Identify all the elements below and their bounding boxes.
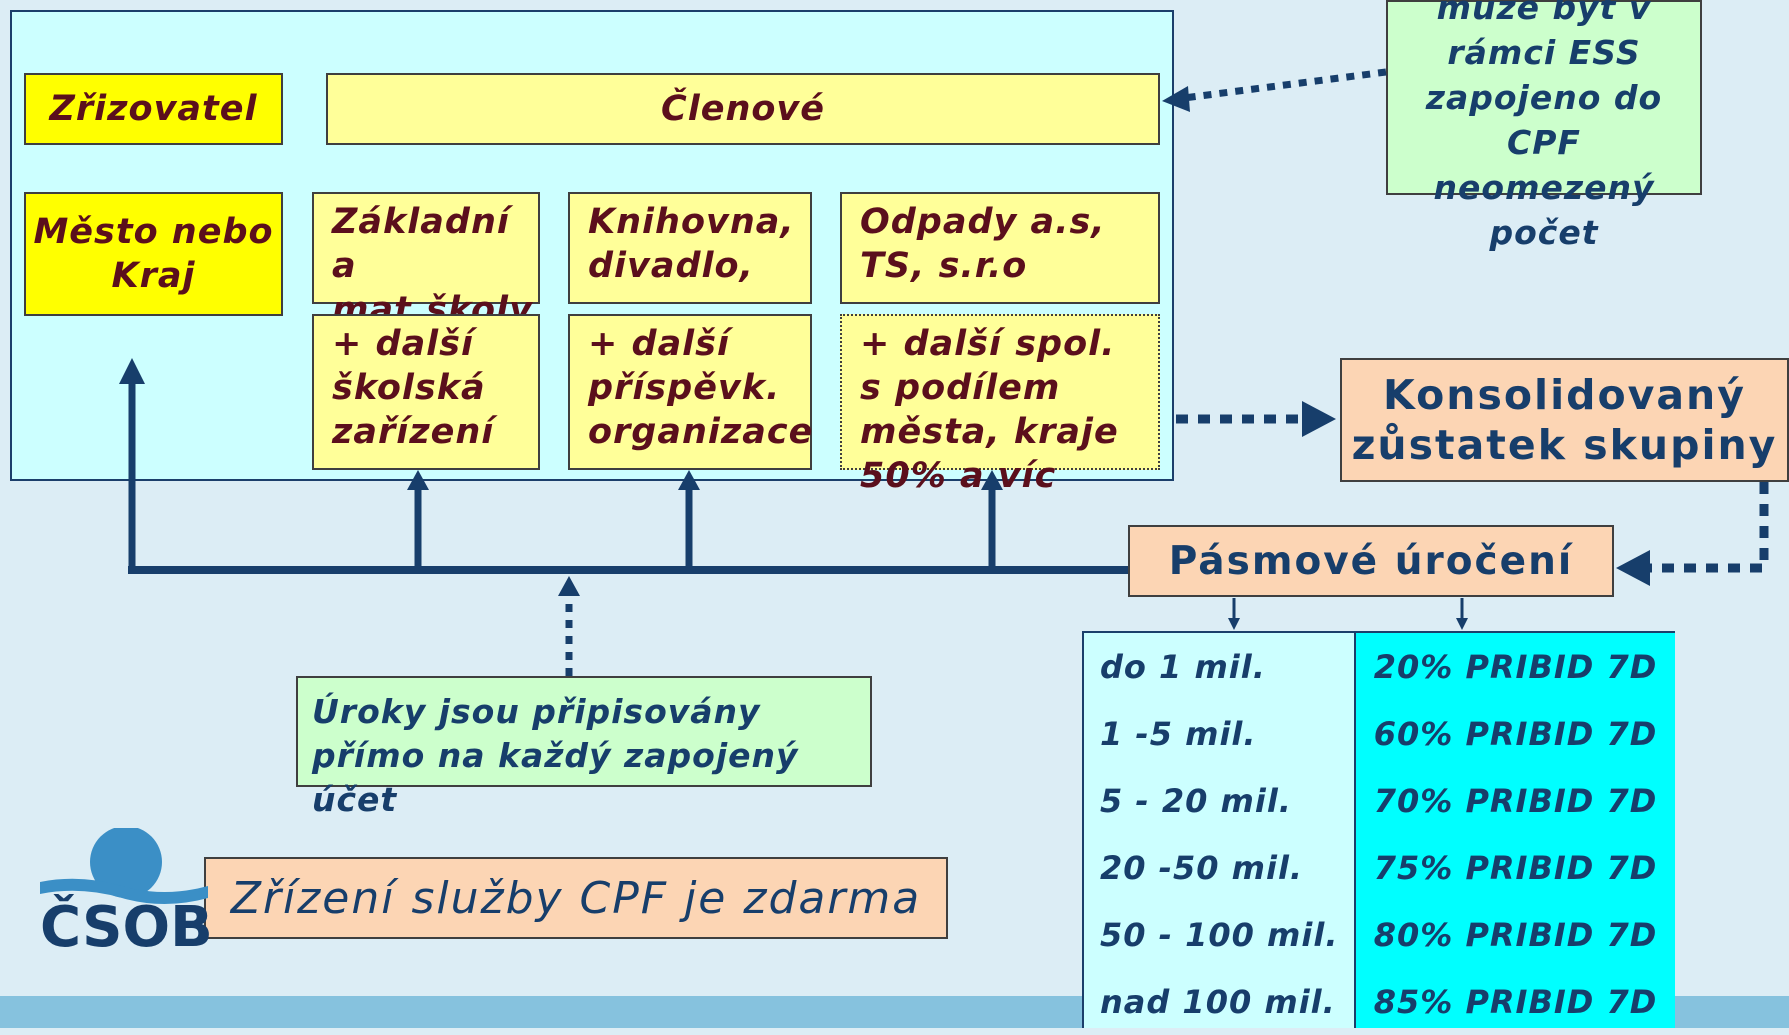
csob-logo-text: ČSOB <box>40 895 213 960</box>
consolidated-to-tiered-arrowhead <box>1616 550 1650 586</box>
member-companies-extra: + další spol. s podílem města, kraje 50%… <box>840 314 1160 496</box>
member-schools-extra: + další školská zařízení <box>312 314 540 470</box>
tier-rate: 60% PRIBID 7D <box>1373 714 1658 753</box>
tier-rate: 85% PRIBID 7D <box>1373 982 1658 1021</box>
tier-rate: 80% PRIBID 7D <box>1373 915 1658 954</box>
ntv-connector <box>1183 68 1387 102</box>
interest-note-arrowhead <box>558 576 580 596</box>
ntv-note: NTV (BÚ) může být v rámci ESS zapojeno d… <box>1386 0 1702 252</box>
tier-range: nad 100 mil. <box>1100 982 1336 1021</box>
founder-entity: Město nebo Kraj <box>24 192 283 316</box>
founder-header: Zřizovatel <box>24 73 283 145</box>
member-library: Knihovna, divadlo, .. <box>568 192 812 330</box>
tier-range: 20 -50 mil. <box>1100 848 1304 887</box>
member-library-extra: + další příspěvk. organizace <box>568 314 812 470</box>
tier-rate-column: 20% PRIBID 7D 60% PRIBID 7D 70% PRIBID 7… <box>1356 633 1675 1028</box>
members-header: Členové <box>326 73 1160 145</box>
tier-rate: 20% PRIBID 7D <box>1373 647 1658 686</box>
consolidated-balance-box: Konsolidovaný zůstatek skupiny <box>1340 358 1789 482</box>
tier-rate: 70% PRIBID 7D <box>1373 781 1658 820</box>
tier-range-column: do 1 mil. 1 -5 mil. 5 - 20 mil. 20 -50 m… <box>1084 633 1356 1028</box>
tier-range: 50 - 100 mil. <box>1100 915 1339 954</box>
csob-logo-mark <box>40 826 208 904</box>
group-to-consolidated-arrowhead <box>1302 401 1336 437</box>
interest-note: Úroky jsou připisovány přímo na každý za… <box>296 676 872 819</box>
tier-range: 1 -5 mil. <box>1100 714 1257 753</box>
member-schools: Základní a mat.školy <box>312 192 540 330</box>
tiered-interest-box: Pásmové úročení <box>1128 525 1614 597</box>
tier-range: 5 - 20 mil. <box>1100 781 1292 820</box>
tier-rate: 75% PRIBID 7D <box>1373 848 1658 887</box>
free-service-banner: Zřízení služby CPF je zdarma <box>204 857 948 939</box>
tier-table: do 1 mil. 1 -5 mil. 5 - 20 mil. 20 -50 m… <box>1082 631 1675 1028</box>
tier-range: do 1 mil. <box>1100 647 1266 686</box>
tier-rate-arrowhead <box>1456 618 1468 630</box>
csob-logo: ČSOB <box>40 826 213 960</box>
consolidated-to-tiered-connector <box>1650 482 1769 573</box>
tier-range-arrowhead <box>1228 618 1240 630</box>
member-companies: Odpady a.s, TS, s.r.o <box>840 192 1160 304</box>
